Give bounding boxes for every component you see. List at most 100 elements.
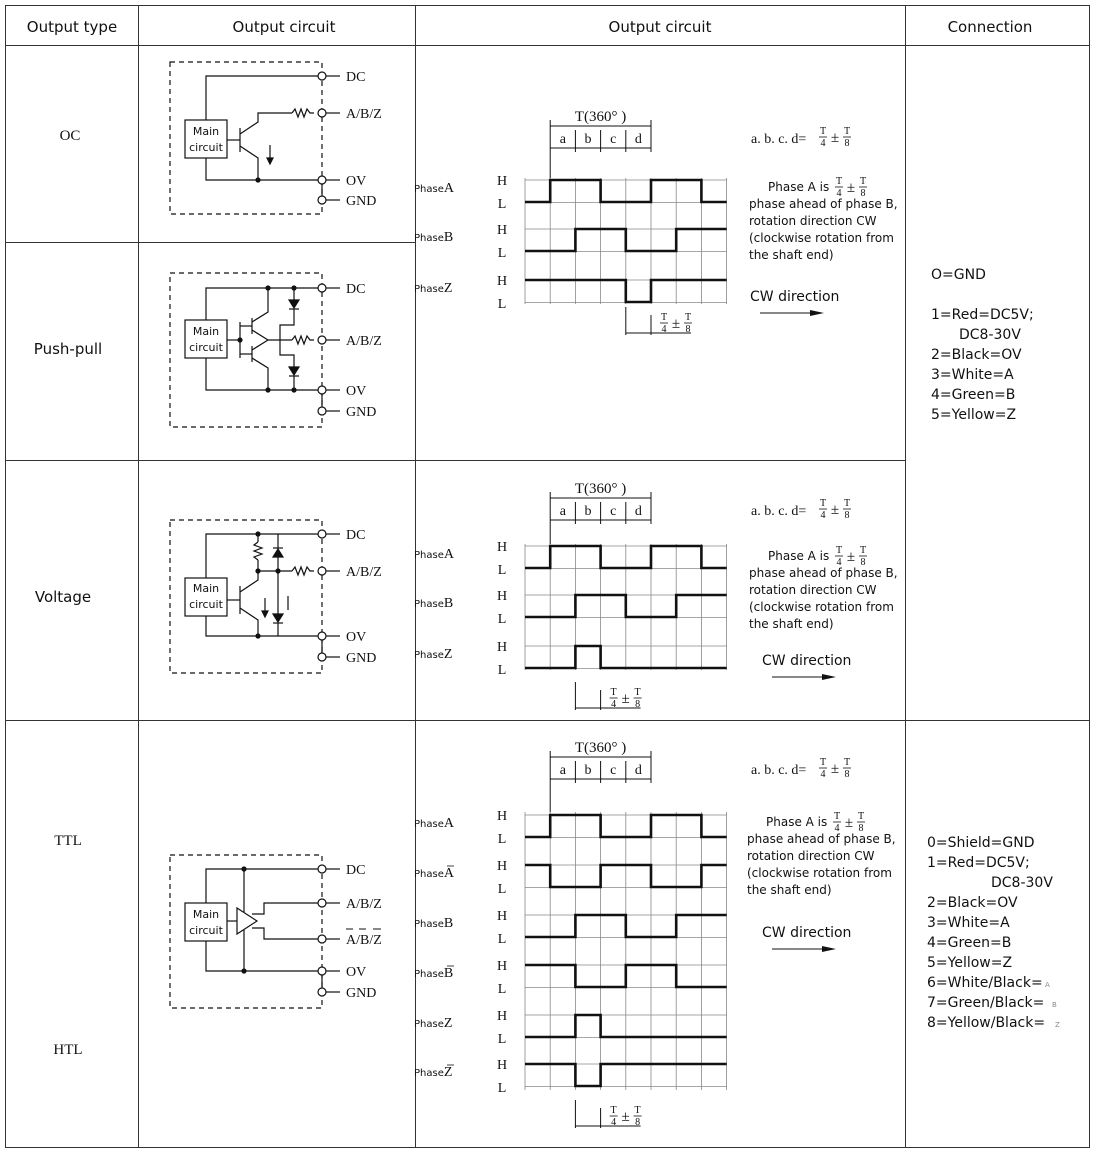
waveform-b [525,593,727,619]
connection-entry: 4=Green=B [931,387,1015,403]
svg-text:the shaft end): the shaft end) [747,883,832,897]
svg-text:rotation direction CW: rotation direction CW [747,849,875,863]
svg-text:(clockwise rotation from: (clockwise rotation from [749,231,894,245]
cw-arrow-head [822,674,836,680]
terminal-dc: DC [346,863,365,878]
level-high: H [497,859,507,874]
level-low: L [498,246,507,261]
svg-text:T: T [635,687,641,698]
svg-text:±: ± [831,130,839,146]
table-header: Output type Output circuit Output circui… [27,18,1033,36]
cw-arrow-head [810,310,824,316]
connection-entry: 3=White=A [927,915,1010,931]
level-low: L [498,297,507,312]
terminal-abz: A/B/Z [346,565,382,580]
level-low: L [498,832,507,847]
svg-text:4: 4 [821,510,826,521]
waveform-a [525,813,727,839]
main-circuit-box [184,319,228,359]
svg-text:T: T [820,757,826,768]
phase-label: PhaseZ [414,281,452,296]
level-low: L [498,663,507,678]
waveform-z [525,278,727,304]
period-bracket [549,120,652,178]
phase-label: PhaseZ [414,647,452,662]
terminal-gnd: GND [346,651,376,666]
segment-label-a: a [560,763,567,778]
connection-entry: 4=Green=B [927,935,1011,951]
circuit-voltage [169,519,340,674]
svg-text:phase ahead of phase B,: phase ahead of phase B, [747,832,896,846]
formula-quarter-period: T4±T8 [835,176,867,199]
svg-text:T: T [820,498,826,509]
connection-entry: 5=Yellow=Z [927,955,1012,971]
svg-text:8: 8 [859,823,864,834]
svg-text:phase ahead of phase B,: phase ahead of phase B, [749,197,898,211]
svg-text:±: ± [847,180,855,196]
connection-entry: 5=Yellow=Z [931,407,1016,423]
phase-label: PhaseB [414,596,453,611]
table-grid [5,5,1090,1148]
connection-entry: DC8-30V [991,875,1053,891]
abcd-formula: a. b. c. d= [751,132,806,147]
connection-entry: 6=White/Black= [927,975,1043,991]
segment-label-b: b [585,763,592,778]
circuit-boundary [169,272,323,428]
formula-quarter-period: T4±T8 [819,498,851,521]
main-label: circuit [189,141,223,154]
svg-text:T: T [844,498,850,509]
inverted-signal-mark: Z [1055,1021,1060,1029]
segment-label-c: c [610,504,616,519]
phase-label: PhaseB [414,230,453,245]
connection-entry: 1=Red=DC5V; [927,855,1030,871]
segment-label-c: c [610,132,616,147]
waveform-a [525,178,727,204]
svg-text:±: ± [845,815,853,831]
svg-text:T: T [820,126,826,137]
connection-entry: 2=Black=OV [931,347,1022,363]
svg-text:T: T [860,176,866,187]
circuit-oc [169,61,340,215]
circuit-ttl-htl [169,854,340,1009]
svg-text:Phase A is: Phase A is [768,549,829,563]
svg-text:T: T [635,1105,641,1116]
svg-text:T: T [860,545,866,556]
svg-text:T: T [858,811,864,822]
svg-text:±: ± [831,502,839,518]
main-label: circuit [189,341,223,354]
level-low: L [498,1081,507,1096]
svg-text:T: T [611,687,617,698]
segment-label-b: b [585,504,592,519]
connection-entry: 7=Green/Black= [927,995,1044,1011]
terminal-abz-inverted: A/B/Z [346,933,382,948]
level-high: H [497,223,507,238]
svg-text:±: ± [831,761,839,777]
output-type-ttl: TTL [54,833,82,849]
cw-direction-label: CW direction [762,653,851,669]
svg-text:8: 8 [845,510,850,521]
svg-text:T: T [844,757,850,768]
svg-text:T: T [685,312,691,323]
svg-text:T: T [844,126,850,137]
level-high: H [497,589,507,604]
terminal-dc: DC [346,528,365,543]
segment-label-a: a [560,504,567,519]
circuit-boundary [169,61,323,215]
cw-arrow-head [822,946,836,952]
terminal-gnd: GND [346,405,376,420]
level-high: H [497,909,507,924]
phase-label: PhaseZ [414,1065,452,1080]
svg-text:±: ± [672,316,680,332]
connection-entry: DC8-30V [959,327,1021,343]
level-high: H [497,1058,507,1073]
svg-text:T: T [834,811,840,822]
